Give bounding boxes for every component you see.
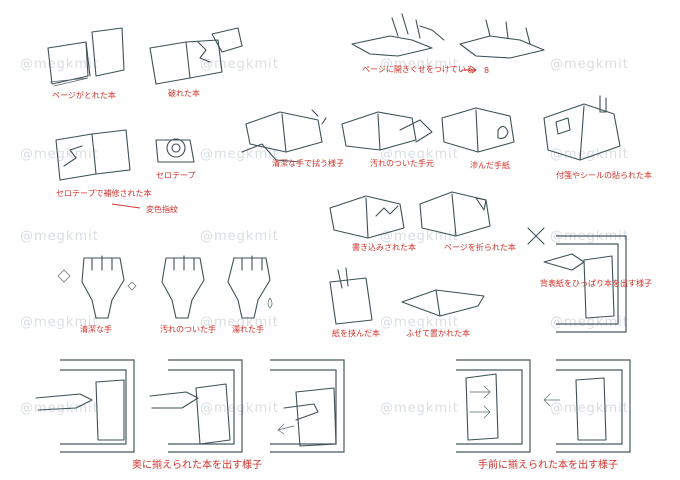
- arrow-icon: [469, 405, 491, 419]
- deep-shelf-step-1: [35, 359, 135, 453]
- clipped-book-sketch: [329, 267, 373, 325]
- arrow-icon: [462, 66, 477, 74]
- label-hand-clean: 清潔な手: [80, 324, 112, 334]
- watermark: @megkmit: [380, 147, 459, 162]
- sticky-notes-book-sketch: [543, 95, 621, 161]
- watermark: @megkmit: [380, 57, 459, 72]
- sparkle-icon: [127, 281, 137, 291]
- label-deep-shelf: 奥に揃えられた本を出す様子: [132, 458, 262, 471]
- label-front-shelf: 手前に揃えられた本を出す様子: [478, 458, 618, 471]
- label-clipped: 紙を挟んだ本: [332, 328, 380, 338]
- dirty-hand-sketch: [161, 255, 205, 319]
- label-folded-pages: ページを折られた本: [444, 242, 516, 252]
- front-shelf-step-1: [456, 359, 531, 453]
- label-blotted: 滲んだ手紙: [470, 160, 510, 170]
- page-opening-sketch: [351, 13, 545, 59]
- label-written-in: 書き込みされた本: [352, 242, 416, 252]
- cross-icon: [527, 227, 545, 245]
- watermark-layer: @megkmit @megkmit @megkmit @megkmit @meg…: [20, 57, 629, 416]
- arrow-icon: [543, 393, 561, 407]
- deep-shelf-step-3: [270, 359, 345, 453]
- droplet-icon: [267, 297, 273, 309]
- pull-spine-shelf-sketch: [543, 235, 627, 333]
- watermark: @megkmit: [20, 229, 99, 244]
- upside-down-book-sketch: [401, 289, 485, 317]
- written-in-book-sketch: [329, 195, 405, 239]
- label-sticky-notes: 付箋やシールの貼られた本: [556, 170, 652, 180]
- label-tape-mark: 変色指紋: [146, 204, 178, 214]
- watermark: @megkmit: [550, 147, 629, 162]
- wet-hand-sketch: [227, 255, 271, 319]
- blotted-book-sketch: [441, 107, 515, 153]
- dirty-hand-book-sketch: [341, 111, 433, 151]
- clean-hand-sketch: [81, 255, 125, 319]
- label-upside-down: ふせて置かれた本: [406, 328, 470, 338]
- label-dirty-hand-wipe: 汚れのついた手元: [370, 158, 434, 168]
- front-shelf-step-2: [543, 359, 631, 453]
- wipe-clean-sketch: [241, 109, 327, 163]
- label-pull-spine: 背表紙をひっぱり本を出す様子: [540, 278, 652, 288]
- label-number-8: 8: [484, 66, 489, 75]
- torn-book-sketch: [149, 27, 243, 85]
- label-torn-page: ページがとれた本: [52, 90, 116, 100]
- watermark: @megkmit: [550, 315, 629, 330]
- watermark: @megkmit: [200, 401, 279, 416]
- label-page-opening: ページに開きぐせをつけている: [362, 65, 474, 74]
- pointer-line: [111, 203, 141, 209]
- sparkle-icon: [57, 269, 71, 283]
- watermark: @megkmit: [550, 57, 629, 72]
- watermark: @megkmit: [20, 57, 99, 72]
- label-hand-dirty: 汚れのついた手: [160, 324, 216, 334]
- watermark: @megkmit: [380, 315, 459, 330]
- arrow-icon: [469, 385, 491, 399]
- tape-repaired-book-sketch: [55, 129, 131, 181]
- watermark: @megkmit: [200, 229, 279, 244]
- label-torn-book: 破れた本: [168, 88, 200, 98]
- watermark: @megkmit: [200, 147, 279, 162]
- watermark: @megkmit: [200, 57, 279, 72]
- watermark: @megkmit: [380, 401, 459, 416]
- label-hand-wet: 濡れた手: [232, 324, 264, 334]
- label-wipe-clean: 清潔な手で拭う様子: [272, 158, 344, 168]
- folded-pages-book-sketch: [419, 191, 491, 237]
- watermark: @megkmit: [200, 315, 279, 330]
- watermark: @megkmit: [20, 315, 99, 330]
- cello-tape-sketch: [155, 138, 195, 163]
- label-cello-tape: セロテープ: [156, 171, 196, 180]
- watermark: @megkmit: [20, 147, 99, 162]
- arrow-icon: [277, 423, 295, 435]
- watermark: @megkmit: [380, 229, 459, 244]
- deep-shelf-step-2: [149, 359, 243, 453]
- torn-page-book-sketch: [47, 27, 125, 87]
- watermark: @megkmit: [550, 401, 629, 416]
- label-tape-repaired: セロテープで補修された本: [56, 188, 152, 198]
